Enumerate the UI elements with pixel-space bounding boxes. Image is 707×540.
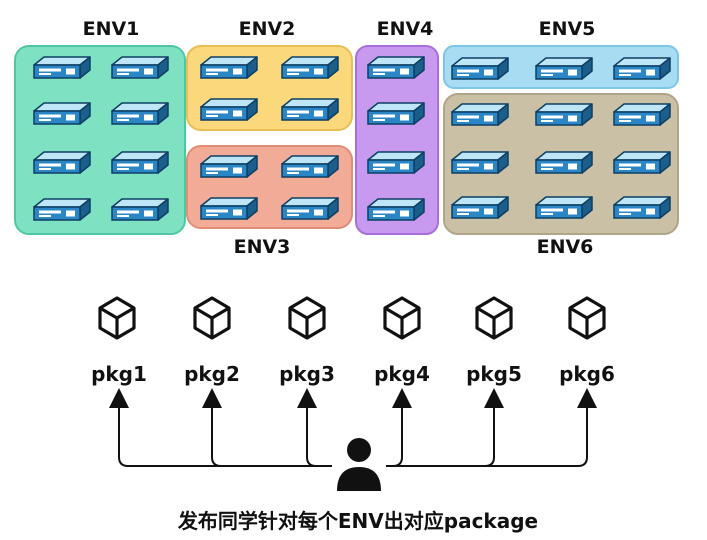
server-icon xyxy=(111,102,169,125)
env6-label: ENV6 xyxy=(537,236,594,258)
server-icon xyxy=(200,155,258,178)
pkg3-label: pkg3 xyxy=(279,362,335,386)
server-icon xyxy=(200,98,258,121)
arrow-to-pkg6 xyxy=(386,388,597,467)
arrow-to-pkg4 xyxy=(386,388,412,467)
package-cube-icon xyxy=(288,296,326,340)
server-icon xyxy=(33,151,91,174)
arrow-to-pkg3 xyxy=(297,388,332,467)
server-icon xyxy=(613,57,671,80)
pkg6-label: pkg6 xyxy=(559,362,615,386)
env4-label: ENV4 xyxy=(377,18,434,40)
package-cube-icon xyxy=(193,296,231,340)
arrow-to-pkg1 xyxy=(109,388,332,467)
server-icon xyxy=(367,102,425,125)
server-icon xyxy=(281,56,339,79)
package-cube-icon xyxy=(383,296,421,340)
server-icon xyxy=(281,197,339,220)
server-icon xyxy=(33,102,91,125)
env1-label: ENV1 xyxy=(83,18,140,40)
env4-box xyxy=(355,45,439,235)
server-icon xyxy=(535,103,593,126)
server-icon xyxy=(367,151,425,174)
server-icon xyxy=(111,198,169,221)
server-icon xyxy=(451,151,509,174)
server-icon xyxy=(451,103,509,126)
pkg2-label: pkg2 xyxy=(184,362,240,386)
package-cube-icon xyxy=(98,296,136,340)
server-icon xyxy=(613,196,671,219)
env2-label: ENV2 xyxy=(239,18,296,40)
caption: 发布同学针对每个ENV出对应package xyxy=(177,509,538,533)
pkg5-label: pkg5 xyxy=(466,362,522,386)
package-cube-icon xyxy=(475,296,513,340)
server-icon xyxy=(451,196,509,219)
arrow-to-pkg2 xyxy=(202,388,332,467)
user-person-icon xyxy=(337,438,381,491)
server-icon xyxy=(33,56,91,79)
server-icon xyxy=(200,56,258,79)
server-icon xyxy=(535,151,593,174)
server-icon xyxy=(451,57,509,80)
server-icon xyxy=(367,56,425,79)
server-icon xyxy=(613,151,671,174)
server-icon xyxy=(111,56,169,79)
server-icon xyxy=(613,103,671,126)
server-icon xyxy=(281,155,339,178)
package-cube-icon xyxy=(568,296,606,340)
server-icon xyxy=(535,196,593,219)
env3-label: ENV3 xyxy=(234,236,291,258)
pkg1-label: pkg1 xyxy=(91,362,147,386)
server-icon xyxy=(535,57,593,80)
server-icon xyxy=(281,98,339,121)
server-icon xyxy=(200,197,258,220)
pkg4-label: pkg4 xyxy=(374,362,430,386)
env1-box xyxy=(14,45,186,235)
server-icon xyxy=(33,198,91,221)
server-icon xyxy=(111,151,169,174)
env5-label: ENV5 xyxy=(539,18,596,40)
server-icon xyxy=(367,198,425,221)
distribution-arrows xyxy=(109,388,597,467)
